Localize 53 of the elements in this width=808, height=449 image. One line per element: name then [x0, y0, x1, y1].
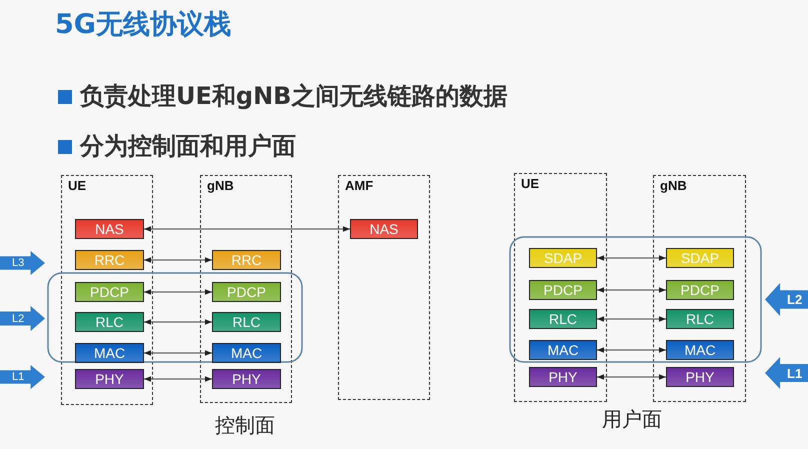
caption: 控制面 — [215, 412, 275, 439]
protocol-layer-box: RLC — [75, 312, 144, 332]
double-arrow — [597, 316, 666, 322]
layer-arrow: L3 — [0, 251, 45, 275]
protocol-layer-box: SDAP — [666, 248, 734, 268]
double-arrow — [144, 226, 350, 232]
protocol-layer-box: MAC — [529, 340, 597, 360]
protocol-layer-box: PDCP — [212, 282, 281, 302]
double-arrow — [144, 350, 212, 356]
double-arrow — [597, 287, 666, 293]
entity-container — [653, 175, 746, 402]
entity-container — [61, 175, 153, 405]
layer-arrow: L1 — [765, 357, 808, 389]
double-arrow — [144, 376, 212, 382]
protocol-layer-box: PDCP — [666, 280, 734, 300]
protocol-layer-box: MAC — [212, 343, 281, 363]
protocol-layer-box: RRC — [212, 250, 281, 270]
protocol-layer-box: PDCP — [529, 280, 597, 300]
protocol-layer-box: MAC — [75, 343, 144, 363]
protocol-layer-box: MAC — [666, 340, 734, 360]
caption: 用户面 — [602, 406, 662, 433]
protocol-layer-box: PHY — [212, 369, 281, 389]
double-arrow — [144, 289, 212, 295]
protocol-layer-box: PHY — [529, 367, 597, 387]
protocol-layer-box: PHY — [75, 369, 144, 389]
protocol-layer-box: SDAP — [529, 248, 597, 268]
entity-container — [200, 175, 292, 403]
double-arrow — [597, 374, 666, 380]
double-arrow — [597, 347, 666, 353]
protocol-layer-box: RRC — [75, 250, 144, 270]
entity-label: UE — [68, 178, 86, 193]
protocol-layer-box: NAS — [75, 219, 144, 239]
layer-arrow: L2 — [0, 306, 45, 331]
protocol-layer-box: PHY — [666, 367, 734, 387]
entity-container — [338, 175, 430, 400]
protocol-layer-box: NAS — [350, 219, 418, 239]
protocol-layer-box: RLC — [529, 309, 597, 329]
protocol-layer-box: RLC — [666, 309, 734, 329]
layer-arrow: L1 — [0, 365, 45, 389]
double-arrow — [144, 257, 212, 263]
entity-label: AMF — [345, 178, 374, 193]
double-arrow — [144, 319, 212, 325]
protocol-layer-box: PDCP — [75, 282, 144, 302]
protocol-layer-box: RLC — [212, 312, 281, 332]
entity-label: gNB — [660, 178, 687, 193]
entity-label: UE — [521, 176, 540, 191]
title: 5G无线协议栈 — [55, 8, 231, 42]
layer-arrow: L2 — [765, 283, 808, 316]
bullet-text: 分为控制面和用户面 — [80, 131, 296, 162]
entity-container — [514, 173, 607, 402]
bullet-text: 负责处理UE和gNB之间无线链路的数据 — [80, 81, 508, 112]
double-arrow — [597, 255, 666, 261]
entity-label: gNB — [207, 178, 234, 193]
